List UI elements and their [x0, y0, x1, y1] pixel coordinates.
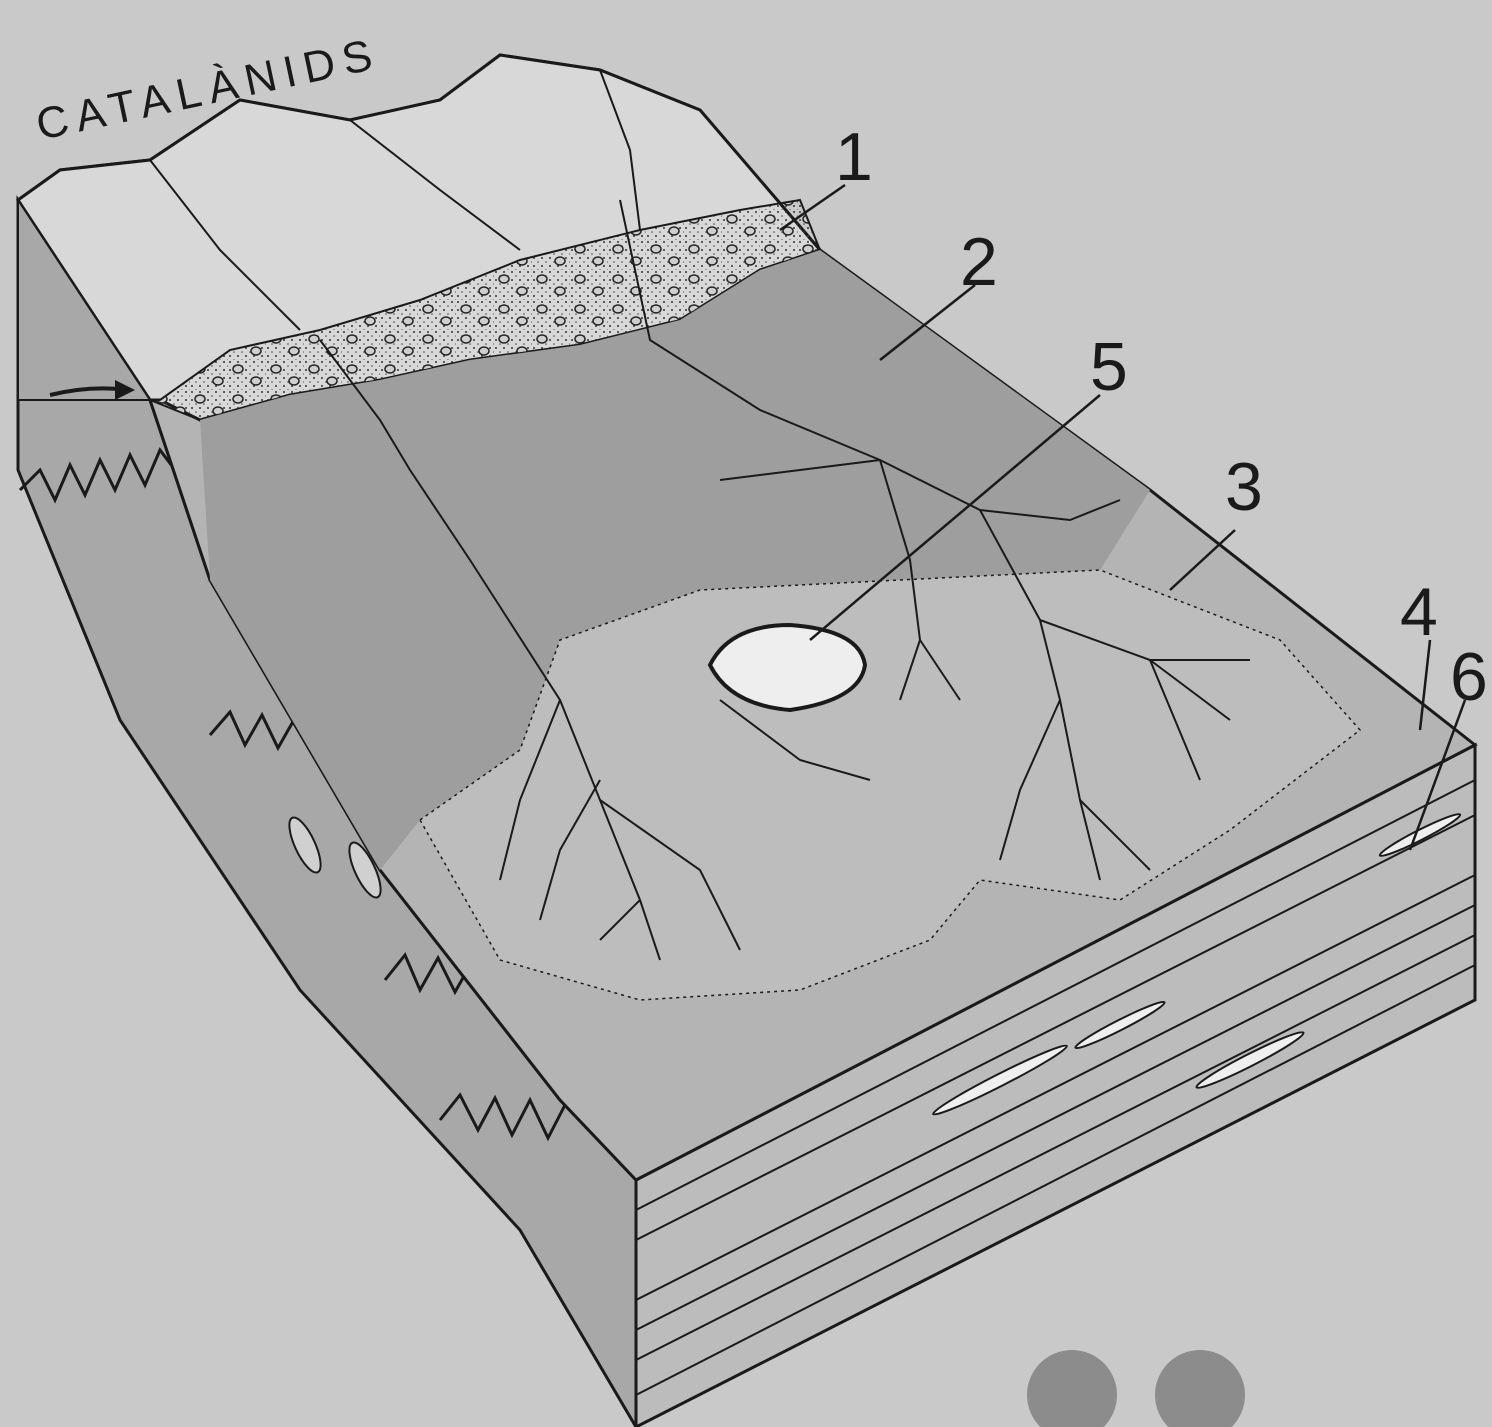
- label-5: 5: [1090, 329, 1128, 405]
- label-6: 6: [1450, 639, 1488, 715]
- label-4: 4: [1400, 574, 1438, 650]
- label-3: 3: [1225, 449, 1263, 525]
- gray-circle-left: [1027, 1350, 1117, 1427]
- label-2: 2: [960, 224, 998, 300]
- label-1: 1: [835, 119, 873, 195]
- gray-circle-right: [1155, 1350, 1245, 1427]
